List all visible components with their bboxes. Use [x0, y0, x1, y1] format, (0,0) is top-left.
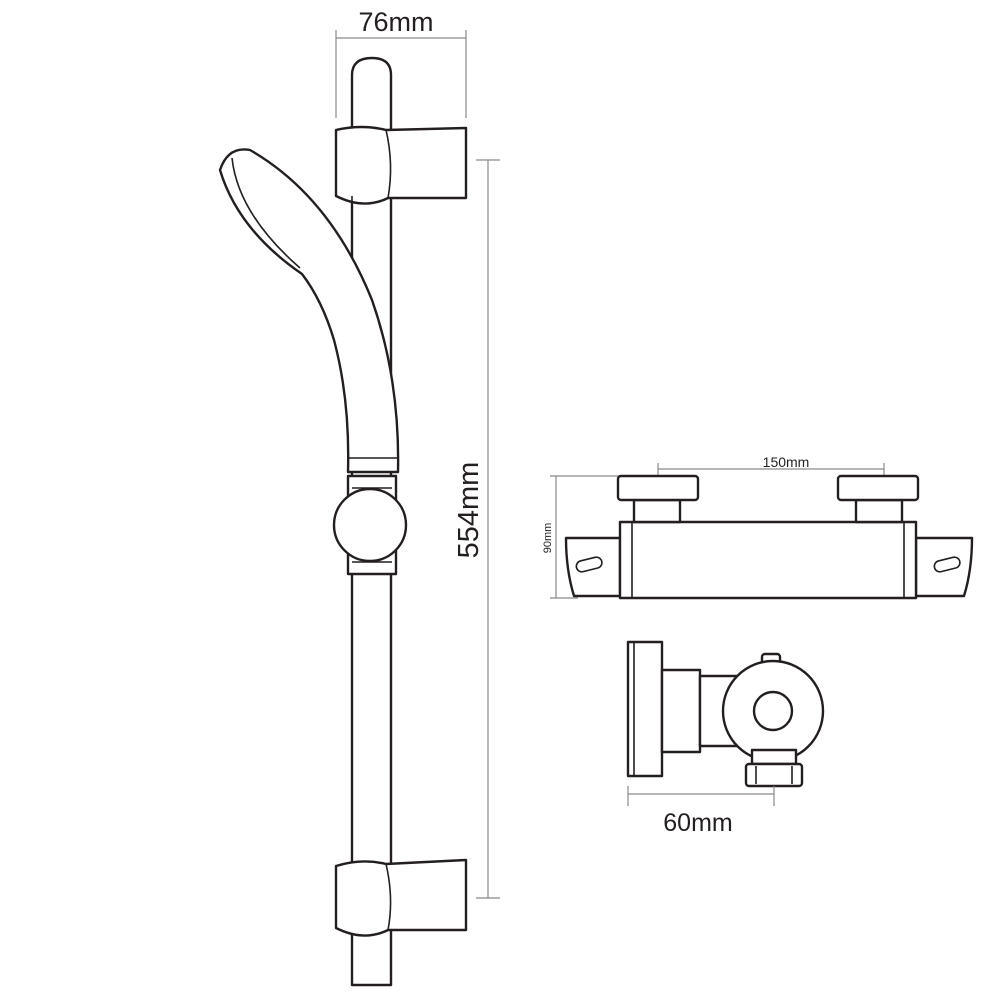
left-elbow-slot — [575, 556, 603, 573]
wall-connector — [660, 668, 702, 754]
wall-depth-label: 60mm — [663, 809, 732, 837]
rail-width-label: 76mm — [358, 7, 433, 37]
hand-shower-head — [218, 148, 400, 474]
wall-plate — [626, 640, 664, 778]
sliding-holder — [332, 474, 408, 576]
valve-outlet-eye — [752, 690, 794, 732]
bottom-outlet — [744, 748, 804, 788]
wall-depth-dimension: 60mm — [627, 786, 775, 837]
inlet-spacing-label: 150mm — [763, 454, 810, 470]
rail-width-dimension: 76mm — [335, 7, 467, 118]
left-wall-elbow — [564, 536, 622, 598]
right-elbow-slot — [933, 556, 961, 573]
rail-height-label: 554mm — [453, 462, 485, 559]
right-control-knob — [836, 474, 920, 524]
bar-valve-front-view: 150mm 90mm — [542, 454, 974, 600]
valve-bar-body — [618, 520, 918, 600]
body-height-label: 90mm — [542, 523, 554, 554]
top-wall-bracket — [334, 125, 468, 208]
body-height-dimension: 90mm — [542, 475, 620, 599]
left-control-knob — [616, 474, 700, 524]
bottom-wall-bracket — [334, 858, 468, 937]
right-wall-elbow — [914, 536, 974, 598]
rail-height-dimension: 554mm — [453, 159, 500, 899]
bar-valve-side-view: 60mm — [626, 640, 825, 837]
shower-rail-kit: 76mm 554mm — [218, 7, 500, 987]
inlet-spacing-dimension: 150mm — [657, 454, 885, 475]
